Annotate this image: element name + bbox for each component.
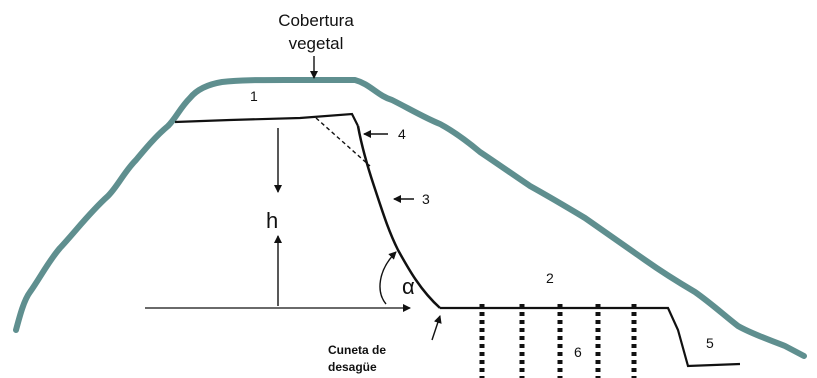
rounded-edge-dashed-line [315,117,371,167]
slope-face-line [356,125,441,309]
angle-label: α [402,274,415,299]
drain-pointer-arrow [431,315,442,341]
label-1: 1 [250,88,258,104]
label-4: 4 [398,126,406,142]
label-2: 2 [546,270,554,286]
label-3: 3 [422,191,430,207]
vegetation-cover-line [13,77,807,359]
label-5: 5 [706,335,714,351]
berm-line [440,306,741,368]
label-6: 6 [574,344,582,360]
title-line-1: Cobertura [278,11,354,30]
drain-columns [479,304,637,378]
height-label: h [266,208,278,233]
crest-line [174,112,359,127]
drain-label-line-2: desagüe [328,360,377,374]
angle-arc [379,251,397,305]
drain-label-line-1: Cuneta de [328,343,386,357]
title-line-2: vegetal [289,34,344,53]
